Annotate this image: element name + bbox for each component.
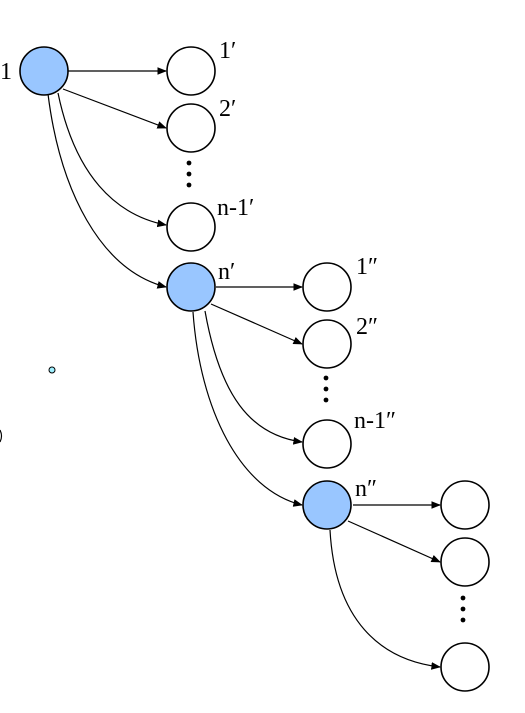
label-ndprime: n″ (355, 476, 377, 502)
node-level3-last (440, 642, 490, 692)
edges-level1 (47, 67, 167, 289)
label-nprime: n′ (218, 259, 235, 285)
edge-root-to-n-1prime (57, 92, 167, 228)
node-1dprime (302, 262, 352, 312)
edges-level2 (192, 283, 303, 507)
edge-nprime-to-ndprime (192, 311, 303, 507)
node-2prime (166, 103, 216, 153)
edge-nprime-to-2dprime (210, 303, 303, 345)
node-root (19, 46, 69, 96)
edge-root-to-nprime (47, 93, 167, 289)
node-level3-second (440, 537, 490, 587)
edge-nprime-to-n-1dprime (204, 310, 303, 445)
ellipsis-level1 (186, 160, 192, 188)
ellipsis-level3 (460, 595, 466, 623)
label-2dprime: 2″ (356, 314, 378, 340)
label-2prime: 2′ (219, 96, 236, 122)
label-root: 1 (0, 59, 12, 85)
edge-ndprime-to-child2 (347, 520, 441, 563)
node-nprime (166, 262, 216, 312)
node-level3-first (440, 480, 490, 530)
node-ndprime (302, 480, 352, 530)
edge-ndprime-to-child-last (329, 529, 441, 670)
label-1prime: 1′ (219, 38, 236, 64)
label-n-1dprime: n-1″ (354, 408, 396, 434)
node-2dprime (302, 319, 352, 369)
label-n-1prime: n-1′ (217, 195, 254, 221)
node-n-1dprime (302, 419, 352, 469)
label-1dprime: 1″ (356, 254, 378, 280)
edge-root-to-2prime (62, 88, 167, 129)
edge-fragment (0, 429, 3, 443)
node-n-1prime (166, 202, 216, 252)
edges-level3 (329, 501, 441, 670)
ellipsis-level2 (323, 375, 329, 403)
stray-dot (48, 366, 56, 374)
node-1prime (166, 46, 216, 96)
